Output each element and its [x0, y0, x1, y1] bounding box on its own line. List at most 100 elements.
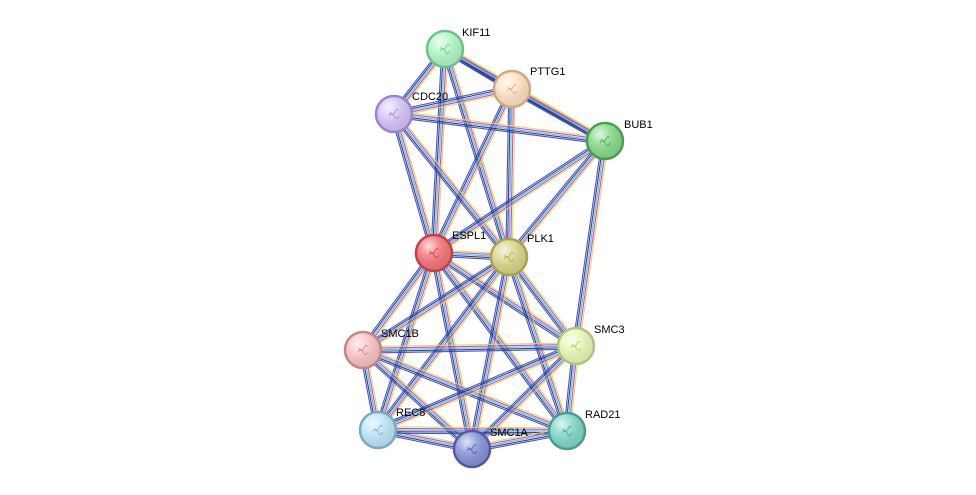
edge-line: [392, 114, 509, 259]
edge-line: [361, 251, 434, 350]
edge-line: [473, 257, 512, 450]
edge-line: [578, 141, 609, 347]
edge-line: [379, 348, 578, 434]
edge-line: [469, 256, 508, 449]
edge-line: [380, 253, 438, 432]
edge-bub1-smc3: [572, 140, 609, 347]
edge-line: [394, 110, 606, 139]
edge-line: [393, 115, 605, 144]
edge-line: [377, 344, 576, 430]
node-plk1[interactable]: PLK1: [489, 233, 554, 277]
edge-line: [474, 257, 513, 450]
edge-pttg1-espl1: [430, 87, 516, 255]
edge-line: [433, 140, 606, 254]
edge-line: [376, 342, 575, 428]
edge-line: [435, 252, 475, 449]
edge-line: [391, 114, 433, 254]
node-rec8[interactable]: REC8: [358, 407, 425, 450]
edge-line: [363, 346, 569, 429]
edge-line: [377, 252, 435, 431]
edge-line: [573, 140, 604, 346]
edge-line: [363, 348, 474, 449]
edge-line: [506, 138, 603, 256]
edge-espl1-rec8: [374, 251, 438, 432]
node-smc1b[interactable]: SMC1B: [343, 328, 419, 370]
edge-line: [468, 256, 507, 449]
edge-line: [435, 49, 448, 254]
edge-line: [360, 253, 508, 348]
edge-line: [509, 141, 607, 259]
edge-line: [364, 259, 512, 354]
edge-line: [393, 116, 605, 145]
node-kif11[interactable]: KIF11: [425, 27, 491, 69]
node-smc1a[interactable]: SMC1A: [452, 427, 529, 469]
edge-line: [433, 88, 513, 254]
edge-line: [430, 87, 510, 252]
edge-line: [394, 112, 511, 257]
edge-line: [362, 345, 577, 351]
edge-line: [435, 143, 608, 257]
edge-plk1-smc1a: [468, 256, 513, 450]
edge-line: [510, 89, 515, 258]
protein-structure-icon: [388, 108, 400, 119]
edge-line: [575, 140, 606, 347]
edge-line: [395, 113, 437, 253]
edge-line: [377, 256, 510, 431]
edge-line: [507, 139, 605, 257]
edge-line: [391, 115, 507, 260]
edge-line: [432, 139, 605, 253]
edge-line: [361, 255, 509, 350]
edge-line: [511, 89, 516, 258]
protein-structure-icon: [372, 424, 384, 435]
node-espl1[interactable]: ESPL1: [414, 230, 486, 273]
edge-line: [432, 253, 567, 433]
edge-line: [379, 253, 437, 431]
protein-structure-icon: [599, 135, 611, 146]
node-label: PTTG1: [530, 66, 565, 78]
edge-line: [433, 252, 568, 432]
protein-structure-icon: [503, 251, 515, 262]
edge-line: [378, 427, 568, 430]
edge-line: [441, 49, 507, 259]
edge-line: [393, 113, 435, 254]
edge-line: [436, 250, 571, 430]
edge-line: [377, 345, 577, 431]
edge-cdc20-plk1: [391, 111, 512, 260]
edge-line: [511, 142, 608, 260]
edge-line: [378, 426, 568, 429]
edge-line: [363, 347, 577, 353]
node-pttg1[interactable]: PTTG1: [492, 66, 565, 109]
edge-espl1-smc3: [431, 249, 579, 350]
edge-line: [393, 85, 512, 112]
protein-structure-icon: [506, 83, 518, 94]
protein-structure-icon: [570, 340, 582, 351]
edge-kif11-espl1: [430, 48, 449, 254]
protein-structure-icon: [428, 247, 440, 258]
edge-line: [432, 88, 512, 253]
edge-bub1-espl1: [431, 137, 608, 257]
edge-line: [394, 111, 606, 140]
node-smc3[interactable]: SMC3: [556, 324, 625, 366]
node-bub1[interactable]: BUB1: [585, 119, 653, 161]
edge-line: [506, 257, 567, 432]
edge-line: [390, 114, 432, 255]
edge-line: [433, 252, 577, 347]
edge-line: [434, 141, 607, 255]
edge-line: [362, 252, 435, 351]
edge-smc3-rec8: [376, 342, 578, 434]
edge-line: [394, 90, 513, 117]
edge-plk1-rec8: [375, 254, 512, 433]
node-label: PLK1: [527, 233, 554, 245]
node-label: KIF11: [462, 27, 491, 39]
node-label: REC8: [396, 407, 425, 419]
protein-structure-icon: [357, 344, 369, 355]
node-cdc20[interactable]: CDC20: [374, 91, 448, 134]
edge-cdc20-bub1: [393, 110, 606, 145]
edge-line: [505, 88, 510, 257]
node-rad21[interactable]: RAD21: [547, 409, 620, 451]
edge-line: [359, 250, 432, 349]
edge-line: [362, 256, 510, 351]
edge-line: [436, 49, 449, 254]
edge-espl1-smc1b: [359, 250, 438, 353]
